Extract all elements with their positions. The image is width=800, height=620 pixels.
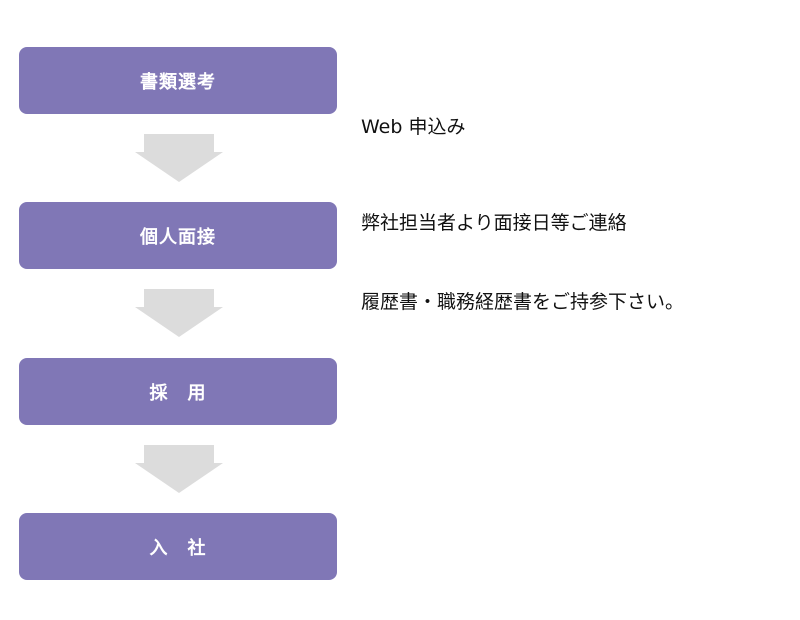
note-document-screening: Web 申込み 弊社担当者より面接日等ご連絡 (361, 47, 627, 271)
step-document-screening: 書類選考 (19, 47, 337, 114)
note-personal-interview: 履歴書・職務経歴書をご持参下さい。 (361, 222, 684, 350)
note-line: 弊社担当者より面接日等ご連絡 (361, 212, 627, 234)
down-arrow-icon (135, 134, 223, 182)
note-line: 履歴書・職務経歴書をご持参下さい。 (361, 291, 685, 313)
down-arrow-icon (135, 445, 223, 493)
step-joining: 入 社 (19, 513, 337, 580)
step-hiring: 採 用 (19, 358, 337, 425)
note-line: Web 申込み (361, 116, 466, 138)
down-arrow-icon (135, 289, 223, 337)
step-personal-interview: 個人面接 (19, 202, 337, 269)
